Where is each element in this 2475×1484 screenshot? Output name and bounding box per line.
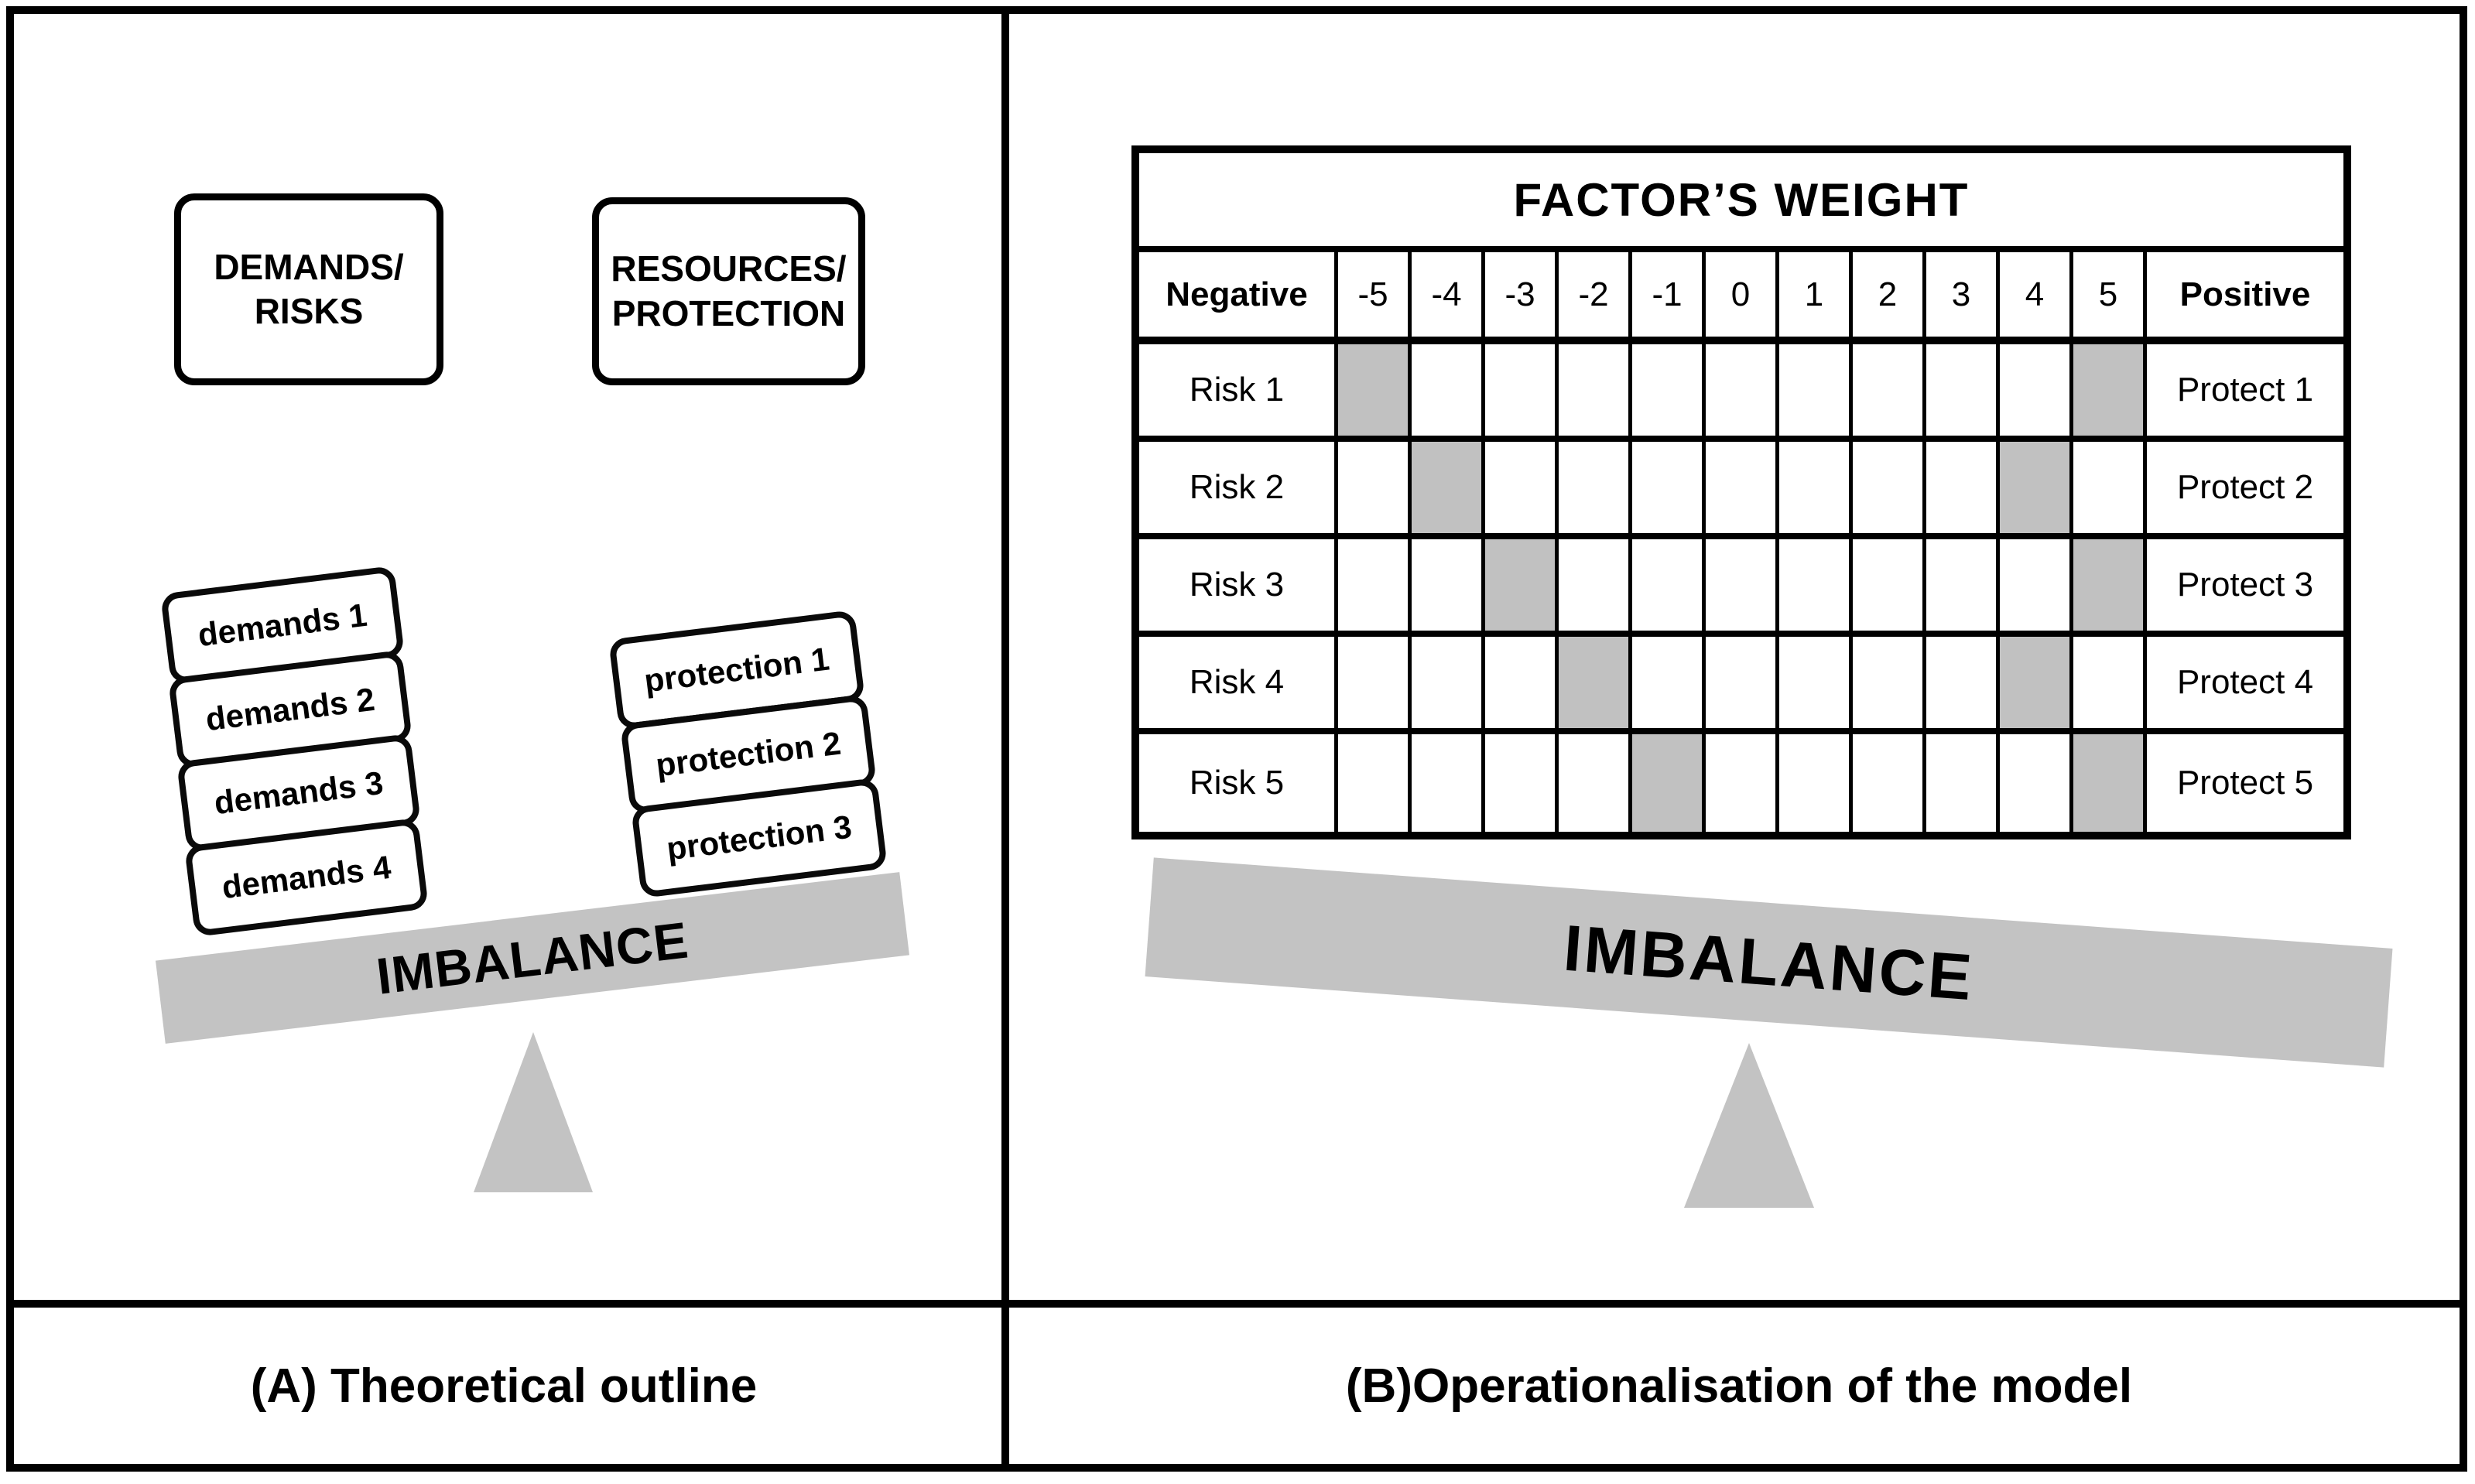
risk-label: Risk 5: [1139, 734, 1338, 832]
weight-cell: [1412, 344, 1485, 442]
weight-cell: [1853, 637, 1926, 734]
weight-cell: [1779, 734, 1853, 832]
resources-protection-line1: RESOURCES/: [611, 248, 847, 289]
weight-cell: [2073, 734, 2147, 832]
weight-cell: [1926, 442, 2000, 539]
weight-cell: [2000, 637, 2073, 734]
weight-cell: [1338, 637, 1412, 734]
caption-panel-a: (A) Theoretical outline: [250, 1359, 758, 1413]
protect-label: Protect 5: [2176, 764, 2314, 802]
caption-divider: [6, 1300, 2467, 1308]
weight-cell: [1926, 344, 2000, 442]
weight-cell: [1779, 637, 1853, 734]
resources-protection-box: RESOURCES/ PROTECTION: [592, 197, 865, 385]
weight-cell: [1706, 539, 1779, 637]
weight-cell: [1559, 734, 1632, 832]
resources-protection-line2: PROTECTION: [611, 292, 846, 333]
weight-cell: [1412, 442, 1485, 539]
weight-cell: [1559, 344, 1632, 442]
weight-cell: [1559, 442, 1632, 539]
negative-header: Negative: [1139, 252, 1338, 344]
risk-label: Risk 4: [1139, 637, 1338, 734]
weight-cell: [1632, 637, 1706, 734]
scale-header-2: 2: [1853, 252, 1926, 344]
weight-cell: [1926, 637, 2000, 734]
weight-cell: [1338, 344, 1412, 442]
weight-cell: [1853, 539, 1926, 637]
weight-cell: [1779, 442, 1853, 539]
weight-cell: [1853, 344, 1926, 442]
protect-label: Protect 3: [2147, 539, 2343, 637]
scale-header-4: 4: [2000, 252, 2073, 344]
protect-label: Protect 1: [2147, 344, 2343, 442]
weight-cell: [1485, 539, 1559, 637]
table-title: FACTOR’S WEIGHT: [1139, 153, 2343, 252]
demands-risks-line2: RISKS: [254, 291, 364, 331]
outer-border: [6, 6, 2467, 1472]
scale-header--3: -3: [1485, 252, 1559, 344]
scale-header-5: 5: [2073, 252, 2147, 344]
scale-header-1: 1: [1779, 252, 1853, 344]
weight-cell: [1632, 734, 1706, 832]
risk-label: Risk 3: [1139, 539, 1338, 637]
weight-cell: [2000, 539, 2073, 637]
panel-divider: [1001, 6, 1009, 1472]
caption-panel-b: (B)Operationalisation of the model: [1345, 1359, 2133, 1413]
weight-cell: [1485, 442, 1559, 539]
scale-header-0: 0: [1706, 252, 1779, 344]
weight-cell: [1926, 539, 2000, 637]
weight-cell: [1632, 442, 1706, 539]
scale-header--5: -5: [1338, 252, 1412, 344]
weight-cell: [2073, 539, 2147, 637]
weight-cell: [1779, 344, 1853, 442]
weight-cell: [1706, 734, 1779, 832]
demands-risks-line1: DEMANDS/: [214, 246, 404, 287]
fulcrum-triangle-a: [474, 1032, 593, 1192]
weight-cell: [1853, 442, 1926, 539]
weight-cell: [2073, 442, 2147, 539]
weight-cell: [1779, 539, 1853, 637]
weight-cell: [1338, 442, 1412, 539]
weight-cell: [1338, 734, 1412, 832]
imbalance-label-b: IMBALANCE: [1561, 911, 1977, 1014]
scale-header--1: -1: [1632, 252, 1706, 344]
weight-cell: [1706, 442, 1779, 539]
weight-cell: [1632, 539, 1706, 637]
risk-label: Risk 2: [1139, 442, 1338, 539]
weight-cell: [2073, 637, 2147, 734]
weight-cell: [1926, 734, 2000, 832]
positive-header: Positive: [2147, 252, 2343, 344]
weight-cell: [1632, 344, 1706, 442]
scale-header--2: -2: [1559, 252, 1632, 344]
weight-cell: [1485, 344, 1559, 442]
weight-cell: [1412, 734, 1485, 832]
weight-cell: [1412, 637, 1485, 734]
weight-cell: [1559, 637, 1632, 734]
protect-label: Protect 2: [2147, 442, 2343, 539]
weight-cell: [2000, 442, 2073, 539]
weight-cell: [1706, 344, 1779, 442]
weight-cell: [2000, 344, 2073, 442]
demands-risks-box: DEMANDS/ RISKS: [174, 193, 443, 385]
scale-header--4: -4: [1412, 252, 1485, 344]
weight-cell: [1559, 539, 1632, 637]
fulcrum-triangle-b: [1684, 1043, 1814, 1208]
protect-label: Protect 4: [2147, 637, 2343, 734]
risk-label: Risk 1: [1139, 344, 1338, 442]
weight-cell: [1412, 539, 1485, 637]
weight-cell: [1853, 734, 1926, 832]
scale-header-3: 3: [1926, 252, 2000, 344]
weight-cell: [1485, 734, 1559, 832]
weight-cell: [1338, 539, 1412, 637]
weight-cell: [1485, 637, 1559, 734]
weight-cell: [1706, 637, 1779, 734]
weight-cell: [2000, 734, 2073, 832]
weight-cell: [2073, 344, 2147, 442]
